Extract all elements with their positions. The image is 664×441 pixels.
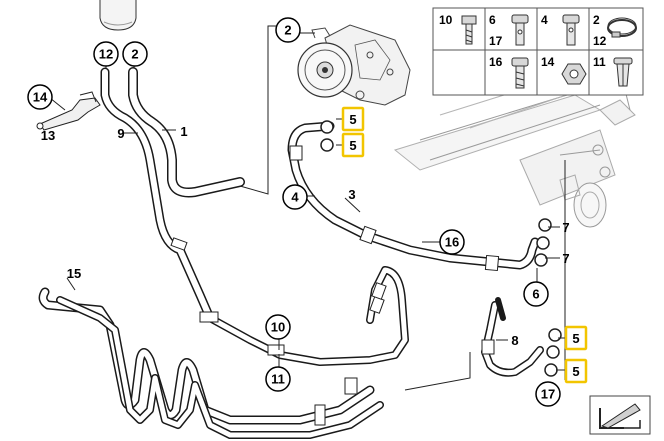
legend-4-label: 4 xyxy=(541,13,548,27)
callout-7a-label[interactable]: 7 xyxy=(562,220,569,235)
callout-4-label: 4 xyxy=(291,190,299,205)
callout-10-label: 10 xyxy=(271,320,285,335)
legend-17-label: 17 xyxy=(489,34,503,48)
clamp-assembly-13 xyxy=(36,91,101,131)
legend-cell-11[interactable]: 11 xyxy=(593,55,633,87)
legend-cell-6-17[interactable]: 6 17 xyxy=(489,13,529,48)
legend-14-label: 14 xyxy=(541,55,555,69)
callout-1-label[interactable]: 1 xyxy=(180,124,187,139)
hose-clamp-icon xyxy=(607,17,637,38)
callout-6-label: 6 xyxy=(532,287,539,302)
next-page-button[interactable] xyxy=(589,395,651,435)
callout-10[interactable]: 10 xyxy=(265,314,291,340)
legend-12-label: 12 xyxy=(593,34,607,48)
legend-cell-14[interactable]: 14 xyxy=(541,55,587,85)
callout-2a-label: 2 xyxy=(131,47,138,62)
legend-10-label: 10 xyxy=(439,13,453,27)
hex-nut-icon xyxy=(561,63,587,85)
callout-11[interactable]: 11 xyxy=(265,366,291,392)
callout-5-pump-upper[interactable]: 5 xyxy=(341,106,365,132)
callout-5c-label: 5 xyxy=(572,331,579,346)
hose-9 xyxy=(100,67,215,323)
callout-14[interactable]: 14 xyxy=(27,84,53,110)
leader-hose1-pump xyxy=(239,25,285,195)
legend-cell-10[interactable]: 10 xyxy=(439,13,477,45)
callout-16[interactable]: 16 xyxy=(439,229,465,255)
legend-11-label: 11 xyxy=(593,55,606,69)
hose-1 xyxy=(128,67,245,198)
callout-7b-label[interactable]: 7 xyxy=(562,251,569,266)
callout-4[interactable]: 4 xyxy=(282,184,308,210)
bolt-icon xyxy=(461,15,477,45)
steering-pump xyxy=(297,24,411,106)
legend-cell-4[interactable]: 4 xyxy=(541,13,580,46)
hollow-bolt-icon-4 xyxy=(562,14,580,46)
flange-bolt-icon xyxy=(511,57,529,89)
callout-9-label[interactable]: 9 xyxy=(117,126,124,141)
callout-12[interactable]: 12 xyxy=(93,41,119,67)
legend-cell-16[interactable]: 16 xyxy=(489,55,529,89)
callout-5-pump-lower[interactable]: 5 xyxy=(341,132,365,158)
reservoir xyxy=(99,0,137,31)
callout-15-label[interactable]: 15 xyxy=(67,266,81,281)
expanding-rivet-icon xyxy=(613,57,633,87)
callout-17-label: 17 xyxy=(541,387,555,402)
callout-13-label[interactable]: 13 xyxy=(41,128,55,143)
line-8 xyxy=(404,297,544,391)
return-line-10-11 xyxy=(199,266,409,366)
legend-6-label: 6 xyxy=(489,13,496,27)
callout-5-rack-upper[interactable]: 5 xyxy=(564,325,588,351)
callout-5b-label: 5 xyxy=(349,138,356,153)
callout-11-label: 11 xyxy=(271,372,285,387)
callout-8-label[interactable]: 8 xyxy=(511,333,518,348)
callout-2-reservoir[interactable]: 2 xyxy=(122,41,148,67)
arrow-next-icon xyxy=(599,403,641,429)
callout-17[interactable]: 17 xyxy=(535,381,561,407)
callout-5d-label: 5 xyxy=(572,364,579,379)
parts-legend: 10 6 17 4 xyxy=(432,7,644,96)
fittings-right xyxy=(534,160,566,380)
leader-lines xyxy=(49,32,566,383)
callout-16-label: 16 xyxy=(445,235,459,250)
callout-14-label: 14 xyxy=(33,90,48,105)
callout-3-label[interactable]: 3 xyxy=(348,187,355,202)
pressure-line-3 xyxy=(287,120,540,272)
steering-rack xyxy=(393,64,636,228)
callout-2-pump[interactable]: 2 xyxy=(275,17,301,43)
legend-cell-2-12[interactable]: 2 12 xyxy=(593,13,637,48)
hollow-bolt-icon xyxy=(511,14,529,46)
legend-16-label: 16 xyxy=(489,55,503,69)
callout-2b-label: 2 xyxy=(284,23,291,38)
cooler-15 xyxy=(38,287,384,439)
callout-12-label: 12 xyxy=(99,47,113,62)
callout-6[interactable]: 6 xyxy=(523,281,549,307)
callout-5-rack-lower[interactable]: 5 xyxy=(564,358,588,384)
callout-5a-label: 5 xyxy=(349,112,356,127)
legend-2-label: 2 xyxy=(593,13,600,27)
